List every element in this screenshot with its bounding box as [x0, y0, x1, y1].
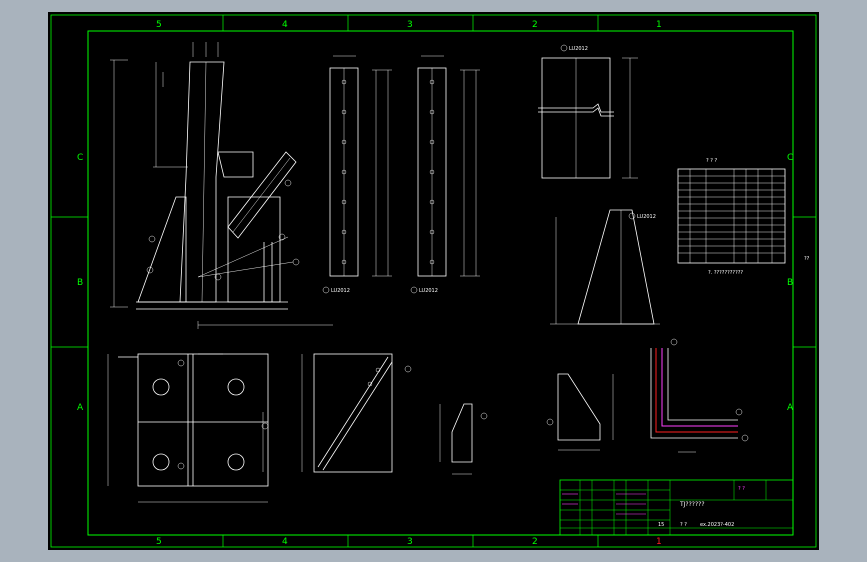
title-block-drawing-no: ex.2023?-402	[700, 522, 734, 528]
title-block-mark-top: ? ?	[738, 486, 745, 492]
zone-letter-right-b: B	[787, 278, 793, 288]
taper-view[interactable]: LU2012	[550, 209, 660, 325]
zone-number-top-2: 2	[532, 20, 538, 30]
taper-mark: LU2012	[637, 214, 656, 220]
title-block-sheet: 15	[658, 522, 664, 528]
title-block-name: TJ??????	[679, 501, 705, 508]
strip-view-2[interactable]: LU2012	[410, 55, 480, 294]
title-block-scale: ? ?	[680, 522, 687, 528]
angle-section-view[interactable]	[650, 338, 749, 453]
zone-letter-right-a: A	[787, 403, 794, 413]
zone-number-top-3: 3	[407, 20, 413, 30]
zone-number-bottom-3: 3	[407, 537, 413, 547]
outer-border	[50, 14, 817, 548]
cad-viewport[interactable]: 5 4 3 2 1 5 4 3 2 1 C B A C B A ??	[48, 12, 819, 550]
strip-2-mark: LU2012	[419, 288, 438, 294]
small-gusset-view-2[interactable]	[546, 373, 614, 451]
side-note: ??	[804, 256, 810, 262]
strip-1-mark: LU2012	[331, 288, 350, 294]
zone-number-top-4: 4	[282, 20, 288, 30]
inner-border	[87, 30, 794, 536]
zone-number-top-5: 5	[156, 20, 162, 30]
zone-number-top-1: 1	[656, 20, 662, 30]
base-plate-plan-view[interactable]	[107, 353, 269, 503]
top-plate-mark: LU2012	[569, 46, 588, 52]
zone-number-bottom-2: 2	[532, 537, 538, 547]
title-block[interactable]: TJ?????? ? ? 15 ? ? ex.2023?-402	[559, 479, 794, 536]
top-plate-view[interactable]: LU2012	[538, 44, 638, 179]
zone-number-bottom-5: 5	[156, 537, 162, 547]
table-title: ? ? ?	[706, 158, 717, 164]
strip-view-1[interactable]: LU2012	[322, 55, 392, 294]
zone-letter-left-a: A	[77, 403, 84, 413]
main-elevation-view[interactable]	[110, 42, 333, 329]
table-note: ?. ???????????	[708, 270, 743, 276]
zone-number-bottom-4: 4	[282, 537, 288, 547]
drawing-canvas[interactable]: 5 4 3 2 1 5 4 3 2 1 C B A C B A ??	[48, 12, 819, 550]
zone-letter-right-c: C	[787, 153, 793, 163]
diagonal-plate-view[interactable]	[301, 353, 412, 473]
zone-letter-left-c: C	[77, 153, 83, 163]
zone-ticks	[51, 15, 816, 547]
bill-of-materials-table[interactable]: ? ? ? ?. ???????????	[677, 158, 786, 276]
zone-number-bottom-1: 1	[656, 537, 662, 547]
small-gusset-view-1[interactable]	[439, 403, 488, 475]
zone-letter-left-b: B	[77, 278, 83, 288]
